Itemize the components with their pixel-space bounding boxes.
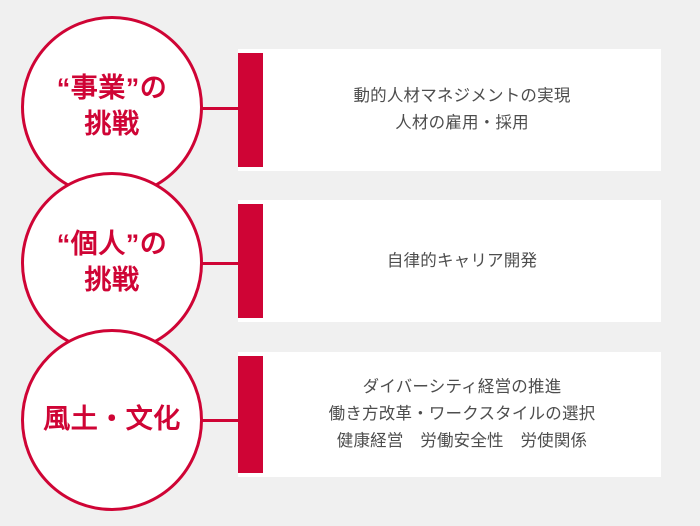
circle-label-line: “個人”の <box>56 229 168 260</box>
circle-node-individual: “個人”の 挑戦 <box>21 172 203 354</box>
circle-node-business: “事業”の 挑戦 <box>21 16 203 198</box>
panel-accent-bar <box>238 356 263 473</box>
connector-line-individual <box>198 262 243 265</box>
panel-text-line: 動的人材マネジメントの実現 <box>353 87 571 106</box>
panel-text-individual: 自律的キャリア開発 <box>362 248 537 275</box>
panel-text-line: 自律的キャリア開発 <box>386 251 538 270</box>
callout-panel-individual: 自律的キャリア開発 <box>238 200 661 322</box>
panel-text-culture: ダイバーシティ経営の推進 働き方改革・ワークスタイルの選択 健康経営 労働安全性… <box>304 374 596 454</box>
panel-text-line: ダイバーシティ経営の推進 <box>362 378 562 397</box>
panel-text-line: 健康経営 労働安全性 労使関係 <box>336 431 588 450</box>
circle-label-line: 挑戦 <box>84 265 140 295</box>
panel-text-line: 人材の雇用・採用 <box>395 114 529 132</box>
callout-panel-culture: ダイバーシティ経営の推進 働き方改革・ワークスタイルの選択 健康経営 労働安全性… <box>238 352 661 477</box>
circle-node-culture: 風土・文化 <box>21 329 203 511</box>
circle-label-line: 挑戦 <box>84 109 140 139</box>
connector-line-business <box>198 107 243 110</box>
panel-accent-bar <box>238 53 263 167</box>
circle-label-line: “事業”の <box>56 73 168 104</box>
circle-label-line: 風土・文化 <box>43 404 181 435</box>
circle-label-business: “事業”の 挑戦 <box>57 71 168 142</box>
panel-accent-bar <box>238 204 263 318</box>
circle-label-individual: “個人”の 挑戦 <box>57 227 168 298</box>
panel-text-business: 動的人材マネジメントの実現 人材の雇用・採用 <box>328 83 570 136</box>
panel-text-line: 働き方改革・ワークスタイルの選択 <box>328 405 596 424</box>
callout-panel-business: 動的人材マネジメントの実現 人材の雇用・採用 <box>238 49 661 171</box>
connector-line-culture <box>198 419 243 422</box>
circle-label-culture: 風土・文化 <box>43 402 181 438</box>
